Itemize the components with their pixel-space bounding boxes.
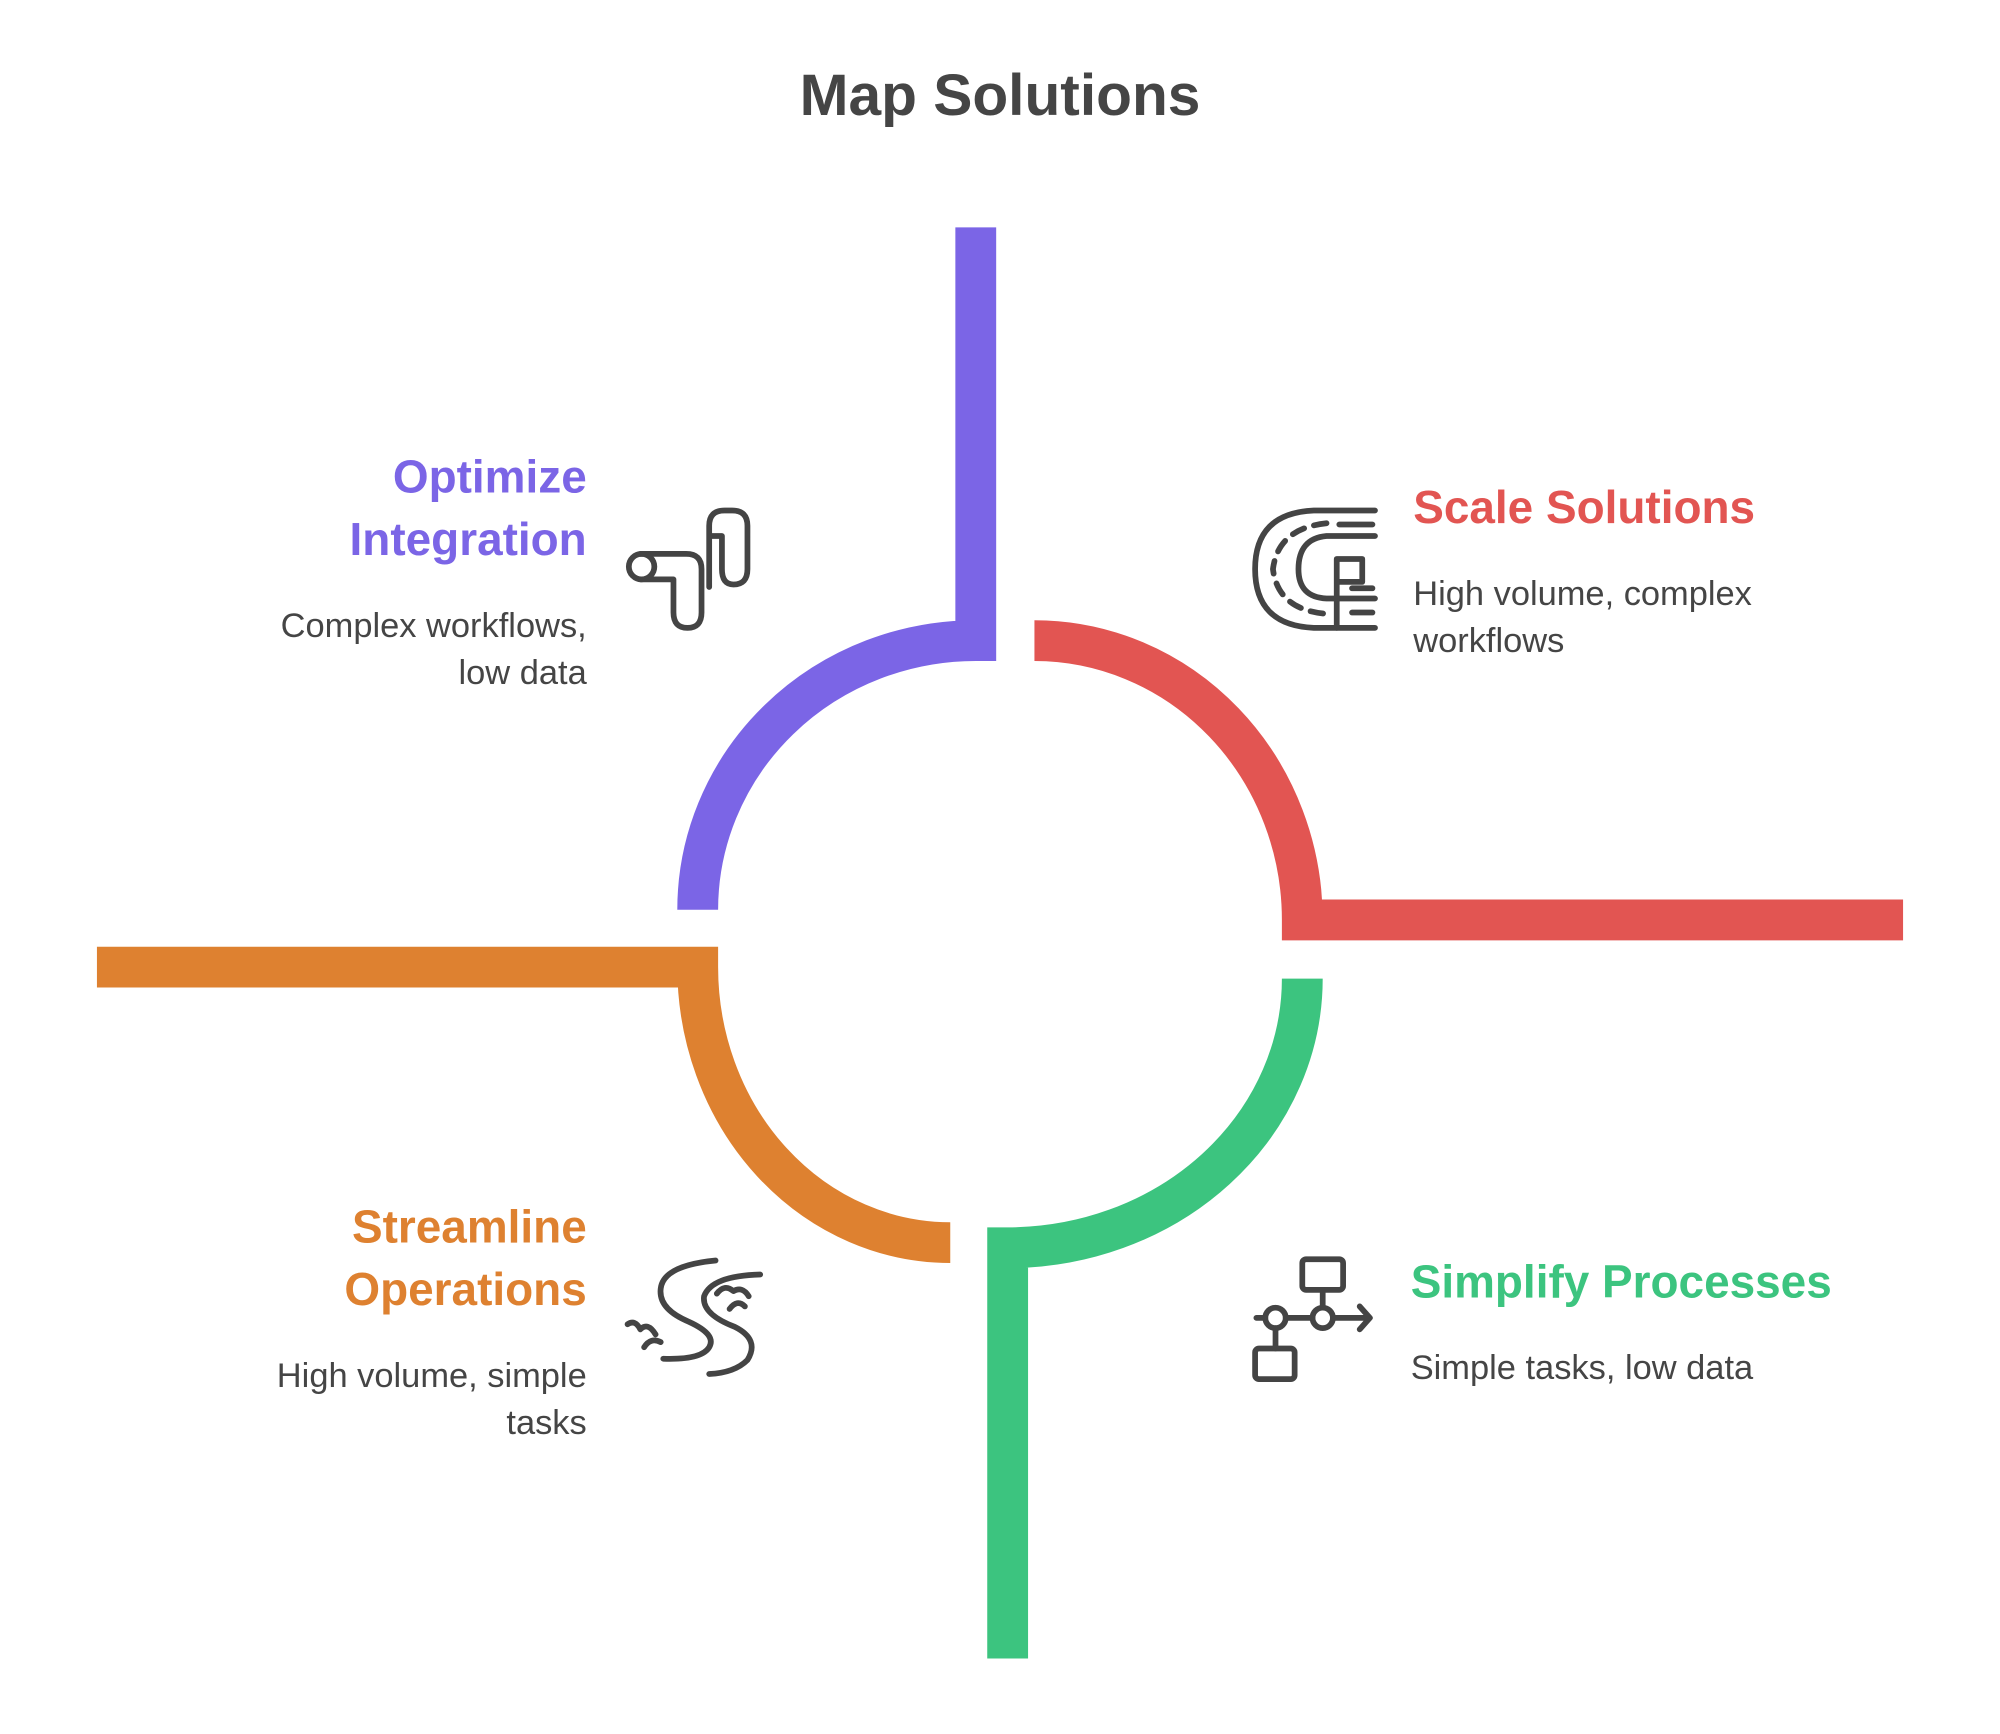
description-line: Simple tasks, low data (1411, 1349, 1754, 1387)
heading-line: Optimize (393, 451, 587, 503)
description-line: Complex workflows, (281, 607, 587, 645)
description-line: workflows (1412, 622, 1564, 660)
heading-line: Operations (344, 1263, 586, 1315)
quadrant-simplify-processes: Simplify Processes Simple tasks, low dat… (1252, 1255, 1832, 1387)
quadrant-streamline-operations: Streamline Operations High volume, simpl… (277, 1201, 764, 1442)
heading-line: Simplify Processes (1411, 1255, 1832, 1307)
quadrant-scale-solutions: Scale Solutions High volume, complex wor… (1252, 481, 1755, 660)
red-path (1034, 620, 1904, 941)
purple-path (677, 227, 997, 910)
description-line: low data (459, 654, 588, 692)
river-icon (624, 1257, 764, 1377)
heading-line: Scale Solutions (1413, 481, 1755, 533)
green-path (987, 978, 1323, 1659)
description-line: High volume, complex (1413, 575, 1752, 613)
diagram-title: Map Solutions (800, 63, 1201, 128)
description-line: tasks (506, 1404, 586, 1442)
heading-line: Streamline (352, 1201, 587, 1253)
quadrant-optimize-integration: Optimize Integration Complex workflows, … (281, 451, 751, 692)
orange-path (96, 946, 951, 1264)
heading-line: Integration (350, 513, 587, 565)
road-track-icon (1252, 507, 1378, 631)
description-line: High volume, simple (277, 1357, 587, 1395)
process-flow-icon (1252, 1256, 1373, 1382)
pipe-icon (625, 507, 751, 631)
